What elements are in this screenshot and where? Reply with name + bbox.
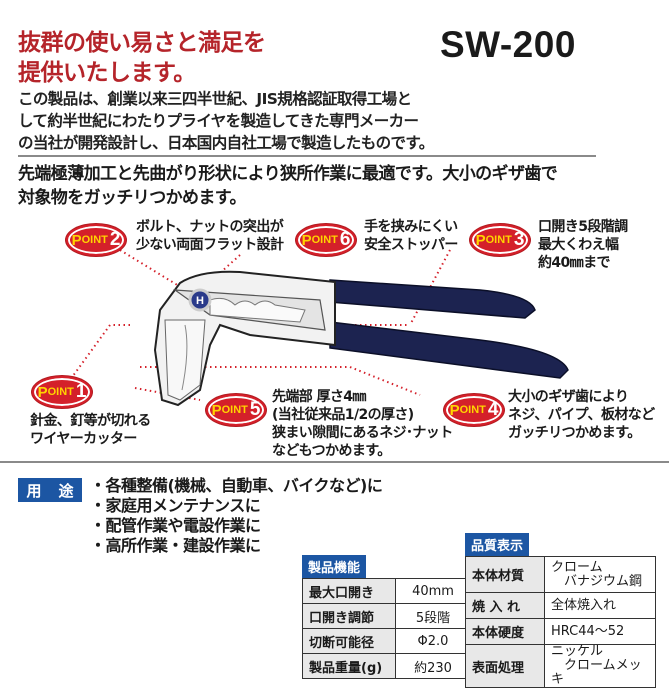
quality-value: HRC44～52 xyxy=(544,618,656,645)
usage-list: 各種整備(機械、自動車、バイクなど)に 家庭用メンテナンスに 配管作業や電設作業… xyxy=(90,476,383,556)
feature-line: 先端極薄加工と先曲がり形状により狭所作業に最適です。大小のギザ歯で xyxy=(18,164,558,184)
point-text-line: 大小のギザ歯により xyxy=(508,389,629,405)
headline-line-2: 提供いたします。 xyxy=(18,60,196,86)
point-6-text: 手を挟みにくい 安全ストッパー xyxy=(364,218,458,254)
spec-value: 5段階 xyxy=(395,603,471,629)
table-row: 表面処理 ニッケル クロームメッキ xyxy=(465,644,656,688)
feature-text: 先端極薄加工と先曲がり形状により狭所作業に最適です。大小のギザ歯で 対象物をガッ… xyxy=(18,162,558,210)
quality-table-title: 品質表示 xyxy=(465,533,530,556)
table-row: 製品重量(g)約230 xyxy=(302,653,471,679)
point-2-text: ボルト、ナットの突出が 少ない両面フラット設計 xyxy=(136,218,284,254)
spec-key: 切断可能径 xyxy=(302,628,396,654)
point-2-badge: PPointOINT2 xyxy=(66,224,126,256)
point-text-line: 針金、釘等が切れる xyxy=(30,413,151,429)
quality-table: 本体材質 クローム バナジウム鋼 焼 入 れ 全体焼入れ 本体硬度 HRC44～… xyxy=(465,556,656,688)
spec-value: Φ2.0 xyxy=(395,628,471,654)
spec-key: 最大口開き xyxy=(302,578,396,604)
logo-rivet xyxy=(188,288,212,312)
point-text-line: 狭まい隙間にあるネジ･ナット xyxy=(272,425,453,441)
point-text-line: 最大くわえ幅 xyxy=(538,237,619,253)
spec-key: 製品重量(g) xyxy=(302,653,396,679)
usage-item: 各種整備(機械、自動車、バイクなど)に xyxy=(90,476,383,496)
spec-key: 口開き調節 xyxy=(302,603,396,629)
point-text-line: ガッチリつかめます。 xyxy=(508,425,641,441)
spec-table-title: 製品機能 xyxy=(302,555,367,578)
point-1-text: 針金、釘等が切れる ワイヤーカッター xyxy=(30,412,151,448)
intro-line: この製品は、創業以来三四半世紀、JIS規格認証取得工場と xyxy=(18,90,412,108)
quality-key: 本体材質 xyxy=(465,556,545,593)
quality-value: クローム バナジウム鋼 xyxy=(544,556,656,593)
quality-value: 全体焼入れ xyxy=(544,592,656,619)
quality-table-section: 品質表示 本体材質 クローム バナジウム鋼 焼 入 れ 全体焼入れ 本体硬度 H… xyxy=(465,533,656,688)
point-3-text: 口開き5段階調 最大くわえ幅 約40㎜まで xyxy=(538,218,628,272)
feature-line: 対象物をガッチリつかめます。 xyxy=(18,188,247,208)
svg-text:H: H xyxy=(196,295,204,307)
spec-value: 40mm xyxy=(395,578,471,604)
usage-label-char: 用 xyxy=(26,481,42,500)
point-4-text: 大小のギザ歯により ネジ、パイプ、板材など ガッチリつかめます。 xyxy=(508,388,655,442)
point-text-line: 少ない両面フラット設計 xyxy=(136,237,284,253)
intro-line: の当社が開発設計し、日本国内自社工場で製造したものです。 xyxy=(18,134,434,152)
usage-label: 用 途 xyxy=(18,478,82,502)
usage-item: 配管作業や電設作業に xyxy=(90,516,382,536)
lower-grip xyxy=(329,321,569,379)
pliers-illustration: H xyxy=(69,249,569,407)
point-text-line: 約40㎜まで xyxy=(538,255,610,271)
point-text-line: などもつかめます。 xyxy=(272,443,391,459)
quality-value: ニッケル クロームメッキ xyxy=(544,644,656,688)
quality-key: 本体硬度 xyxy=(465,618,545,645)
usage-item: 高所作業・建設作業に xyxy=(90,536,382,556)
headline: 抜群の使い易さと満足を 提供いたします。 xyxy=(18,28,266,88)
quality-key: 焼 入 れ xyxy=(465,592,545,619)
point-text-line: 先端部 厚さ4㎜ xyxy=(272,389,366,405)
table-row: 本体硬度 HRC44～52 xyxy=(465,618,656,645)
point-text-line: 手を挟みにくい xyxy=(364,219,458,235)
quality-key: 表面処理 xyxy=(465,644,545,688)
headline-line-1: 抜群の使い易さと満足を xyxy=(18,30,266,56)
point-text-line: ボルト、ナットの突出が xyxy=(136,219,284,235)
intro-line: して約半世紀にわたりプライヤを製造してきた専門メーカー xyxy=(18,112,419,130)
point-text-line: (当社従来品1/2の厚さ) xyxy=(272,407,414,423)
upper-grip xyxy=(329,279,536,319)
point-text-line: 口開き5段階調 xyxy=(538,219,628,235)
intro-text: この製品は、創業以来三四半世紀、JIS規格認証取得工場と して約半世紀にわたりプ… xyxy=(18,88,434,154)
point-text-line: ワイヤーカッター xyxy=(30,431,137,447)
divider xyxy=(0,461,669,463)
table-row: 本体材質 クローム バナジウム鋼 xyxy=(465,556,656,593)
point-text-line: ネジ、パイプ、板材など xyxy=(508,407,655,423)
point-5-text: 先端部 厚さ4㎜ (当社従来品1/2の厚さ) 狭まい隙間にあるネジ･ナット など… xyxy=(272,388,453,460)
divider xyxy=(18,155,596,157)
spec-value: 約230 xyxy=(395,653,471,679)
model-number: SW-200 xyxy=(440,24,576,65)
table-row: 焼 入 れ 全体焼入れ xyxy=(465,592,656,619)
point-text-line: 安全ストッパー xyxy=(364,237,458,253)
usage-label-char: 途 xyxy=(58,481,74,500)
usage-item: 家庭用メンテナンスに xyxy=(90,496,382,516)
